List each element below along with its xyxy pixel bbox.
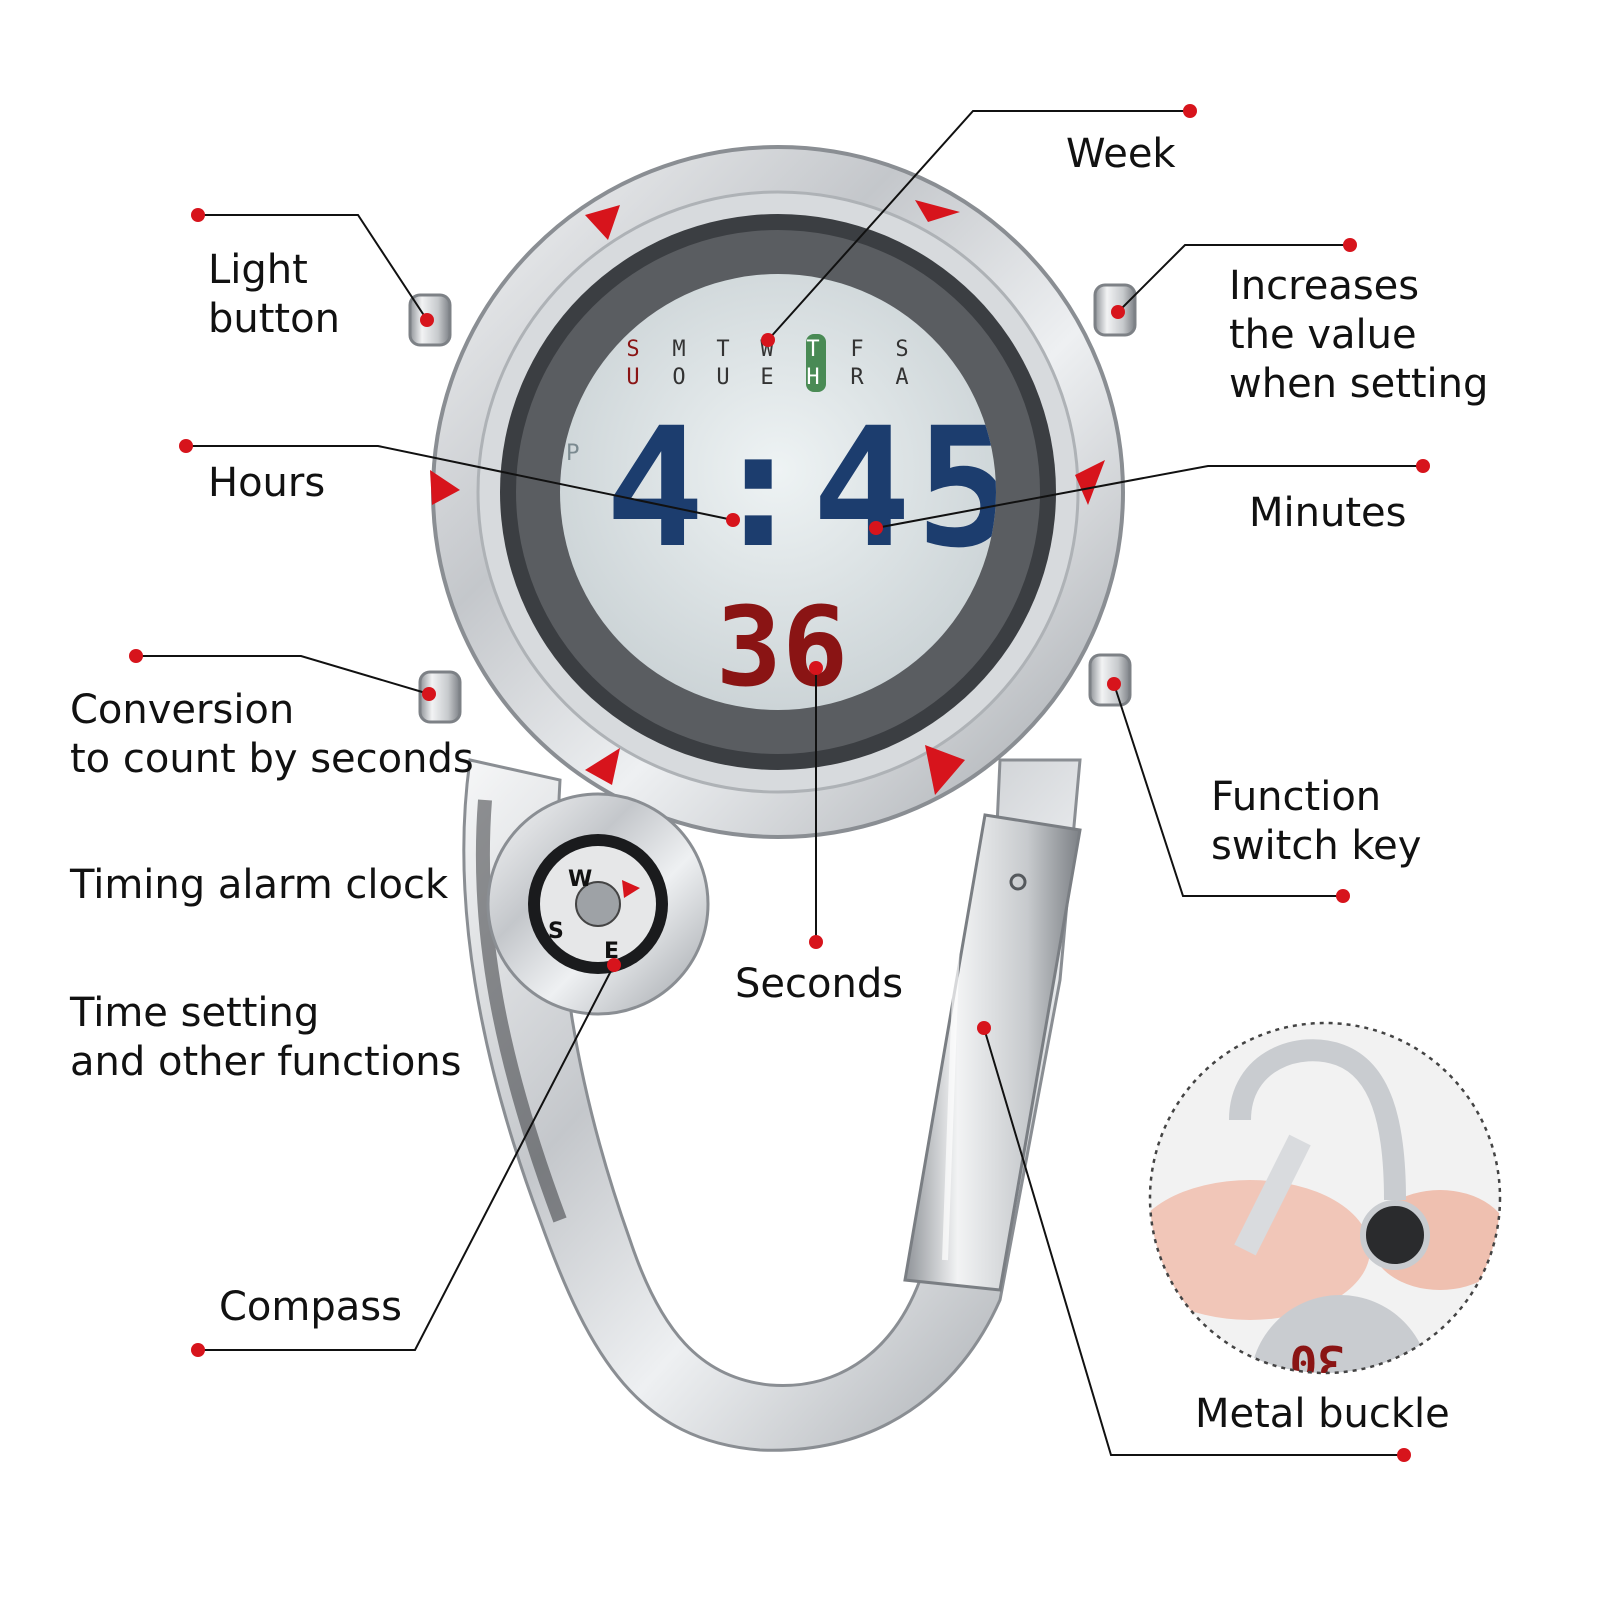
label-timing-alarm: Timing alarm clock	[70, 862, 449, 908]
lcd-day-letter: M	[672, 337, 685, 362]
lcd-day-letter: E	[760, 365, 773, 390]
lcd-day-letter: S	[626, 337, 639, 362]
lcd-time: 4:45	[605, 392, 1018, 584]
inset-photo: 30	[1150, 1023, 1500, 1389]
red-markers	[430, 200, 1105, 795]
carabiner-shadow	[475, 799, 567, 1223]
label-seconds: Seconds	[735, 961, 904, 1007]
lcd-day-letter: T	[716, 337, 729, 362]
label-minutes: Minutes	[1249, 490, 1407, 536]
label-metal-buckle: Metal buckle	[1195, 1391, 1450, 1437]
compass-letter-e: E	[604, 939, 619, 964]
lcd-day-letter: R	[850, 365, 864, 390]
leader-dots	[129, 104, 1430, 1462]
leader-lines	[136, 110, 1423, 1456]
label-week: Week	[1066, 131, 1176, 177]
label-compass: Compass	[219, 1284, 402, 1330]
lcd-day-letter: U	[716, 365, 729, 390]
lcd-day-letter: F	[850, 337, 863, 362]
label-conversion: Conversion to count by seconds	[70, 687, 474, 782]
compass-letter-s: S	[548, 919, 564, 944]
lcd-day-letter: S	[895, 337, 908, 362]
compass-letter-w: W	[568, 867, 592, 892]
lcd-screen	[560, 274, 996, 710]
label-hours: Hours	[208, 460, 326, 506]
carabiner-gate	[903, 813, 1082, 1292]
inset-lcd: 30	[1290, 1335, 1345, 1389]
lcd-day-letter: O	[672, 365, 685, 390]
label-light-button: Light button	[208, 247, 340, 342]
lcd-day-letter: U	[626, 365, 639, 390]
pm-marker: P	[566, 441, 579, 466]
lcd-seconds: 36	[716, 583, 848, 711]
label-increases-value: Increases the value when setting	[1229, 263, 1489, 407]
lcd-day-letter: A	[895, 365, 908, 390]
lcd-day-letter: T	[806, 337, 819, 362]
label-function-switch: Function switch key	[1211, 774, 1422, 869]
label-time-setting: Time setting and other functions	[70, 990, 462, 1085]
lcd-day-letter: H	[806, 365, 819, 390]
